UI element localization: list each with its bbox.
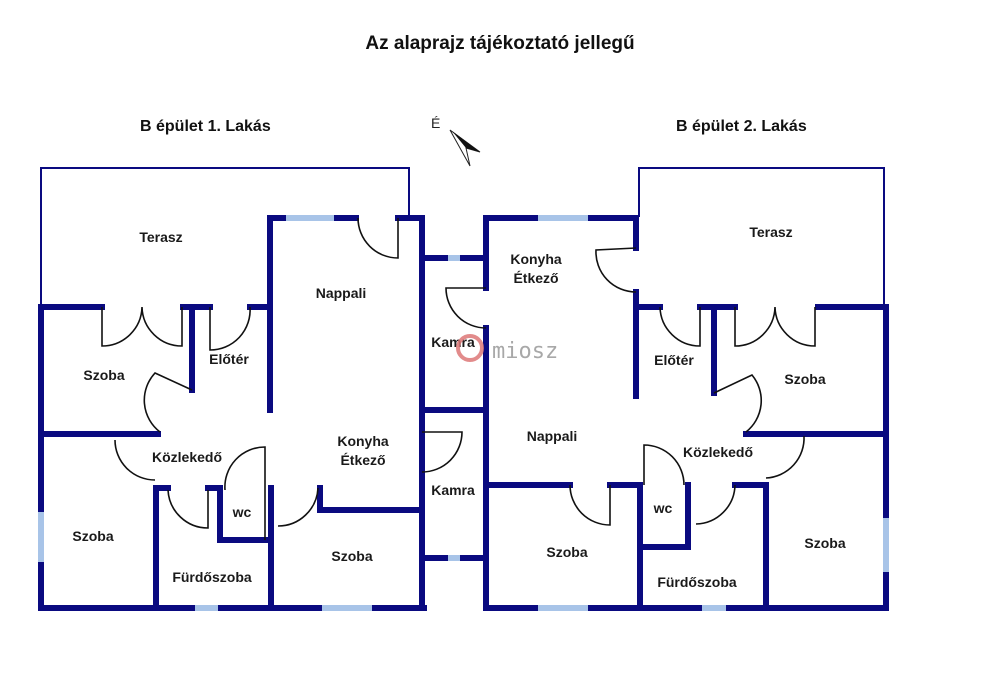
door-kamra1 bbox=[445, 287, 487, 329]
room-label: Közlekedő bbox=[683, 444, 753, 460]
room-label: Szoba bbox=[72, 528, 113, 544]
page-title: Az alaprajz tájékoztató jellegű bbox=[365, 33, 635, 54]
room-label: Konyha bbox=[510, 251, 562, 267]
door-u1-szoba-terrace bbox=[101, 306, 183, 347]
room-label: Étkező bbox=[513, 270, 558, 286]
room-label: Konyha bbox=[337, 433, 389, 449]
watermark-logo-icon bbox=[456, 334, 484, 362]
terrace-outlines bbox=[40, 167, 885, 305]
compass-arrow-fill bbox=[452, 131, 480, 152]
watermark-text: miosz bbox=[492, 339, 558, 364]
door-u2-eloter bbox=[659, 306, 701, 347]
door-u2-szoba1 bbox=[713, 374, 763, 433]
room-label: Terasz bbox=[749, 224, 792, 240]
room-label: Nappali bbox=[316, 285, 367, 301]
doors bbox=[101, 217, 816, 540]
kamra-walls bbox=[419, 215, 489, 611]
unit-2-title: B épület 2. Lakás bbox=[676, 118, 807, 135]
door-u2-szoba2 bbox=[569, 484, 611, 526]
room-label: Előtér bbox=[209, 351, 249, 367]
u1-terrace-outline bbox=[40, 167, 410, 305]
room-label: Szoba bbox=[83, 367, 124, 383]
room-label: Közlekedő bbox=[152, 449, 222, 465]
room-label: Fürdőszoba bbox=[657, 574, 737, 590]
room-label: Kamra bbox=[431, 482, 475, 498]
unit-1-title: B épület 1. Lakás bbox=[140, 118, 271, 135]
u2-terrace-outline bbox=[638, 167, 885, 305]
room-label: Fürdőszoba bbox=[172, 569, 252, 585]
room-labels: Terasz Nappali Szoba Előtér Közlekedő Ko… bbox=[72, 224, 845, 590]
door-u1-szoba2 bbox=[114, 439, 156, 481]
room-label: wc bbox=[653, 500, 673, 516]
compass-arrow-outline bbox=[449, 129, 481, 167]
room-label: Nappali bbox=[527, 428, 578, 444]
windows bbox=[38, 215, 889, 611]
door-kamra2 bbox=[421, 431, 463, 473]
room-label: Előtér bbox=[654, 352, 694, 368]
door-u1-wc bbox=[224, 446, 266, 540]
compass-label: É bbox=[431, 115, 440, 131]
room-label: Szoba bbox=[784, 371, 825, 387]
room-label: wc bbox=[232, 504, 252, 520]
watermark: miosz bbox=[456, 334, 558, 364]
room-label: Étkező bbox=[340, 452, 385, 468]
door-u1-szoba1 bbox=[143, 372, 193, 433]
room-label: Szoba bbox=[546, 544, 587, 560]
room-label: Szoba bbox=[804, 535, 845, 551]
room-label: Szoba bbox=[331, 548, 372, 564]
door-u1-szoba3 bbox=[277, 487, 319, 527]
door-u1-eloter bbox=[209, 306, 251, 351]
door-u2-furdo bbox=[695, 484, 736, 525]
room-label: Terasz bbox=[139, 229, 182, 245]
door-u2-wc bbox=[643, 444, 685, 486]
door-u1-nappali-terrace bbox=[357, 217, 399, 259]
door-u2-konyha-terrace bbox=[595, 247, 637, 293]
door-u2-szoba-terrace bbox=[734, 306, 816, 347]
door-u2-szoba3 bbox=[765, 435, 805, 479]
door-u1-furdo bbox=[167, 489, 209, 529]
north-compass-icon: É bbox=[431, 115, 481, 167]
